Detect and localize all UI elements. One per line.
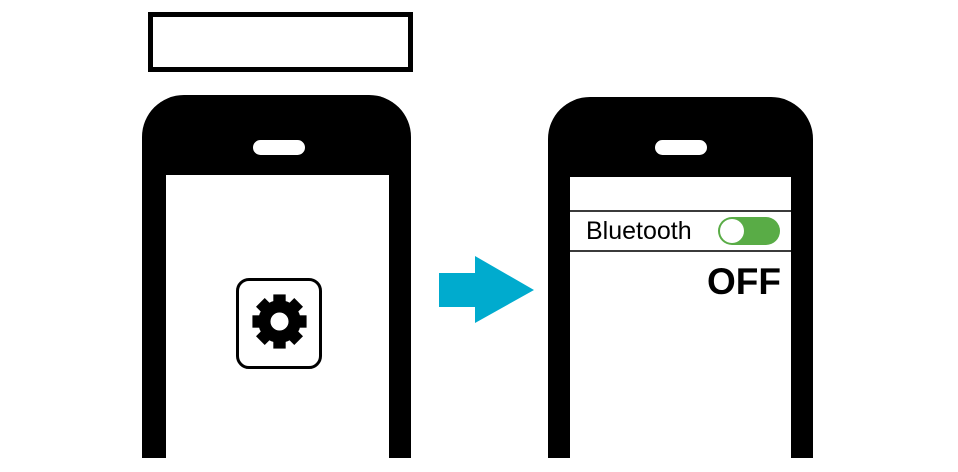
phone-left-screen <box>166 175 389 458</box>
settings-app-icon[interactable] <box>236 278 322 369</box>
bluetooth-row: Bluetooth <box>570 212 791 250</box>
speaker-icon <box>655 140 707 155</box>
speaker-icon <box>253 140 305 155</box>
screen-top-band <box>570 177 791 210</box>
row-divider <box>570 250 791 252</box>
gear-icon <box>251 293 308 355</box>
row-divider <box>570 210 791 212</box>
bluetooth-toggle[interactable] <box>718 217 780 245</box>
phone-left <box>142 95 411 458</box>
bluetooth-label: Bluetooth <box>586 216 692 245</box>
caption-box <box>148 12 413 72</box>
arrow-right-icon <box>432 250 542 330</box>
toggle-knob <box>720 219 744 243</box>
phone-right-screen: Bluetooth OFF <box>570 177 791 458</box>
phone-right: Bluetooth OFF <box>548 97 813 458</box>
bluetooth-status-text: OFF <box>707 261 781 302</box>
